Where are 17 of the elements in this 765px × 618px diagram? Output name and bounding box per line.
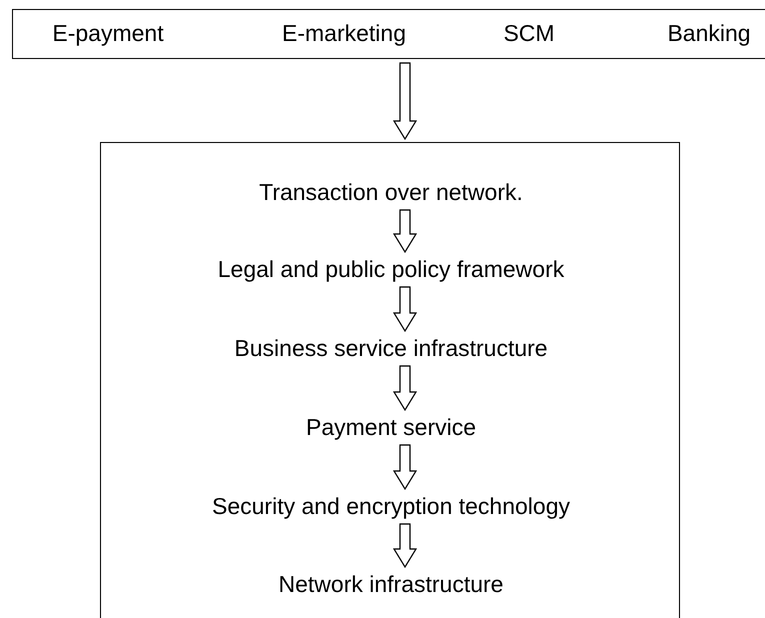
- block-arrow: [392, 209, 418, 254]
- block-arrow: [392, 444, 418, 490]
- block-arrow: [392, 523, 418, 568]
- category-label: E-marketing: [282, 20, 406, 47]
- layer-label: Payment service: [306, 413, 476, 441]
- layer-label: Business service infrastructure: [234, 334, 548, 362]
- category-bar: [12, 9, 765, 59]
- layer-label: Transaction over network.: [259, 178, 523, 206]
- category-label: Banking: [667, 20, 751, 47]
- block-arrow: [392, 62, 418, 140]
- layer-label: Network infrastructure: [278, 570, 504, 598]
- layer-label: Legal and public policy framework: [218, 255, 564, 283]
- category-label: SCM: [503, 20, 555, 47]
- category-label: E-payment: [52, 20, 164, 47]
- block-arrow: [392, 365, 418, 412]
- block-arrow: [392, 286, 418, 332]
- layer-label: Security and encryption technology: [212, 492, 570, 520]
